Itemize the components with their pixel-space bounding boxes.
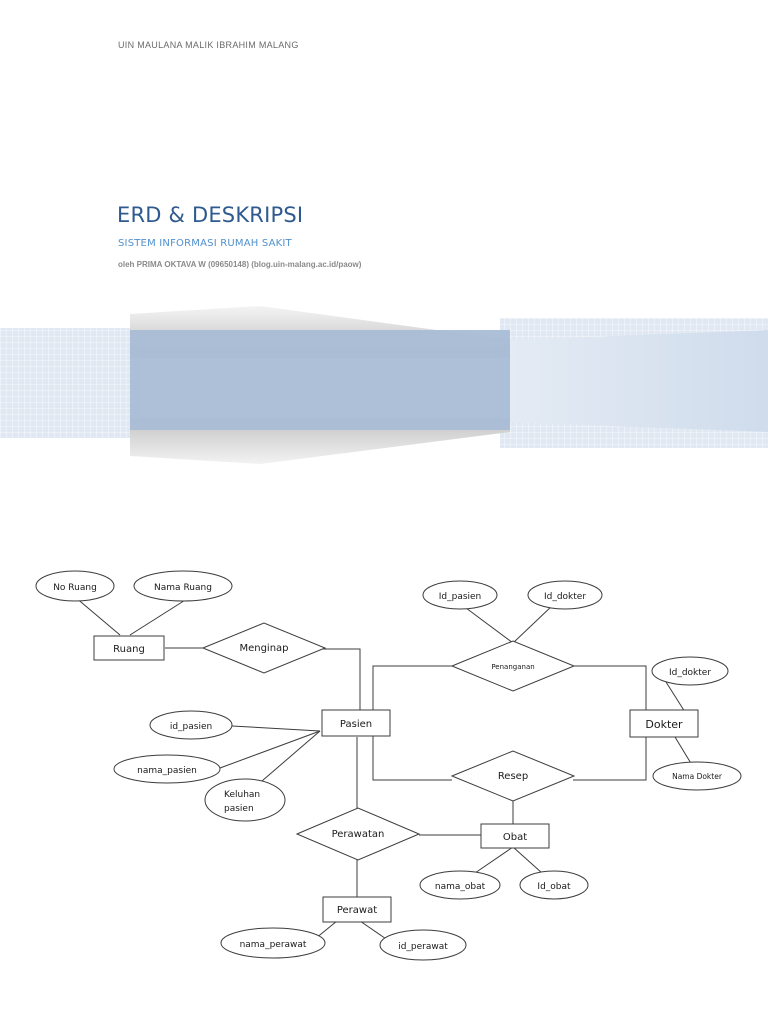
svg-text:Dokter: Dokter (645, 718, 683, 731)
entity-perawat: Perawat (322, 896, 392, 923)
banner-left-grid (0, 328, 140, 438)
attr-nama-pasien: nama_pasien (113, 754, 221, 784)
svg-text:Obat: Obat (503, 832, 527, 843)
cover-banner (0, 306, 768, 464)
svg-text:Perawatan: Perawatan (332, 829, 385, 840)
entity-ruang: Ruang (93, 635, 165, 661)
page-title: ERD & DESKRIPSI (117, 203, 304, 227)
svg-text:Menginap: Menginap (239, 643, 288, 654)
svg-text:Penanganan: Penanganan (491, 663, 534, 671)
attr-nama-dokter: Nama Dokter (652, 761, 742, 791)
banner-center-panel (130, 330, 510, 430)
svg-text:Pasien: Pasien (340, 719, 372, 730)
svg-text:Nama Ruang: Nama Ruang (154, 583, 212, 593)
page-subtitle: SISTEM INFORMASI RUMAH SAKIT (118, 238, 292, 249)
svg-text:Resep: Resep (498, 771, 528, 782)
attr-id-perawat: id_perawat (379, 929, 467, 961)
relationship-resep: Resep (450, 750, 576, 802)
svg-text:No Ruang: No Ruang (53, 583, 97, 593)
svg-text:Keluhan: Keluhan (224, 790, 260, 800)
attr-id-dokter-penanganan: Id_dokter (527, 580, 603, 610)
attr-nama-ruang: Nama Ruang (133, 570, 233, 602)
entity-pasien: Pasien (321, 709, 391, 737)
svg-text:id_pasien: id_pasien (170, 722, 212, 732)
attr-no-ruang: No Ruang (35, 570, 115, 602)
svg-text:Id_dokter: Id_dokter (544, 592, 586, 602)
relationship-menginap: Menginap (201, 622, 327, 674)
banner-right-panel (510, 330, 768, 432)
attr-id-dokter: Id_dokter (651, 656, 729, 686)
relationship-penanganan: Penanganan (450, 640, 576, 692)
svg-text:Perawat: Perawat (337, 905, 377, 916)
entity-dokter: Dokter (629, 709, 699, 738)
svg-text:id_perawat: id_perawat (398, 942, 448, 952)
attr-id-pasien-penanganan: Id_pasien (422, 580, 498, 610)
relationship-perawatan: Perawatan (295, 807, 421, 861)
attr-nama-obat: nama_obat (419, 870, 501, 900)
header-institution: UIN MAULANA MALIK IBRAHIM MALANG (118, 40, 299, 50)
attr-id-obat: Id_obat (519, 870, 589, 900)
svg-text:nama_pasien: nama_pasien (137, 766, 197, 776)
svg-text:Id_pasien: Id_pasien (439, 592, 482, 602)
attr-id-pasien: id_pasien (149, 710, 233, 740)
svg-text:Id_dokter: Id_dokter (669, 668, 711, 678)
attr-keluhan-pasien: Keluhan pasien (204, 778, 286, 822)
attr-nama-perawat: nama_perawat (220, 927, 326, 959)
svg-text:Ruang: Ruang (113, 644, 145, 655)
svg-text:Nama Dokter: Nama Dokter (672, 772, 723, 781)
svg-text:nama_perawat: nama_perawat (240, 940, 307, 950)
author-byline: oleh PRIMA OKTAVA W (09650148) (blog.uin… (118, 260, 362, 269)
svg-text:nama_obat: nama_obat (435, 882, 486, 892)
er-diagram: No Ruang Nama Ruang Id_pasien Id_dokter … (35, 570, 742, 961)
entity-obat: Obat (480, 823, 550, 849)
svg-text:Id_obat: Id_obat (537, 882, 571, 892)
er-connectors (74, 596, 693, 944)
svg-text:pasien: pasien (224, 804, 254, 814)
